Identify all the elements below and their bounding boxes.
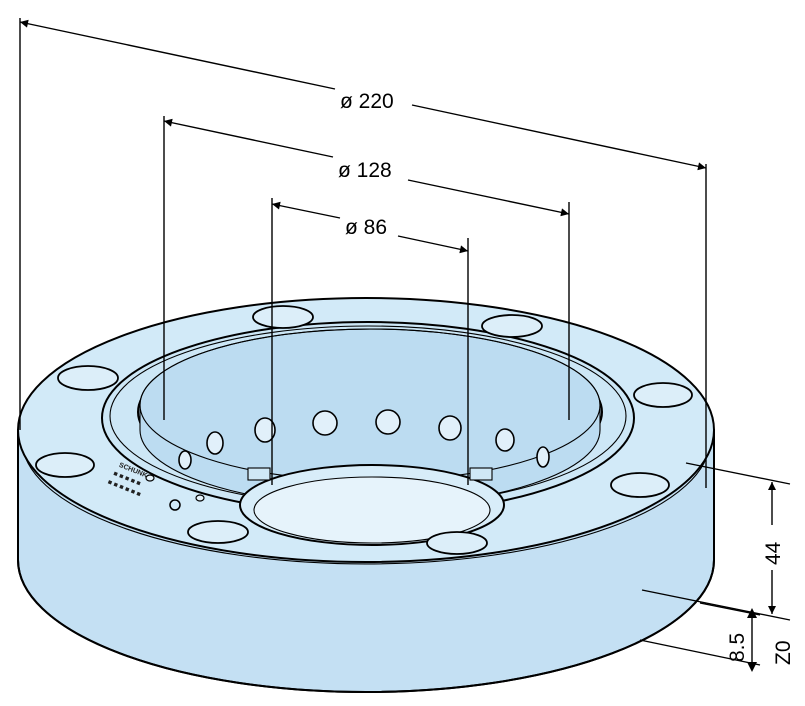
bore-hole bbox=[495, 428, 515, 452]
bore-hole bbox=[312, 410, 338, 436]
bore-hole bbox=[206, 431, 224, 455]
mounting-holes bbox=[35, 305, 693, 555]
marking-logo-icon bbox=[169, 499, 181, 511]
inner-diameter-label: ø 86 bbox=[345, 216, 387, 239]
dimension-inner-diameter: ø 86 bbox=[271, 198, 469, 485]
bore-hole bbox=[438, 415, 462, 441]
reference-label: Z0 bbox=[772, 640, 795, 665]
pin-hole bbox=[195, 494, 205, 502]
offset-arrow-top bbox=[747, 608, 757, 618]
bore-opening bbox=[253, 476, 491, 544]
dimension-line-left bbox=[271, 201, 341, 219]
dimension-outer-diameter: ø 220 bbox=[19, 18, 707, 488]
pin-hole bbox=[145, 474, 155, 482]
dimension-line-left bbox=[163, 118, 334, 158]
bore-hole bbox=[375, 409, 401, 435]
extension-line bbox=[685, 462, 791, 485]
bore-tab-right bbox=[469, 467, 493, 481]
bore-holes bbox=[178, 409, 550, 470]
mounting-hole bbox=[633, 382, 693, 408]
pin-holes bbox=[145, 474, 205, 502]
mounting-hole bbox=[57, 365, 119, 391]
mounting-hole bbox=[426, 531, 488, 555]
ring-chamfer-line bbox=[21, 439, 711, 565]
ring-body bbox=[17, 297, 715, 693]
dimension-line-right bbox=[411, 104, 707, 171]
mounting-hole bbox=[610, 472, 670, 498]
bore-hole bbox=[536, 446, 550, 468]
bore-hole bbox=[178, 450, 192, 470]
dimension-line-right bbox=[407, 179, 570, 217]
dimension-height: 44 bbox=[641, 462, 791, 621]
height-label: 44 bbox=[762, 541, 785, 565]
outer-diameter-label: ø 220 bbox=[340, 90, 394, 113]
dimension-line-right bbox=[397, 235, 469, 254]
extension-line bbox=[639, 639, 761, 666]
mounting-hole bbox=[35, 452, 95, 478]
bolt-circle-label: ø 128 bbox=[338, 159, 392, 182]
mounting-hole bbox=[481, 314, 543, 338]
bore-tab-left bbox=[247, 467, 271, 481]
dimension-line-left bbox=[19, 19, 336, 90]
offset-label: 8.5 bbox=[726, 633, 749, 662]
dimension-bolt-circle: ø 128 bbox=[163, 116, 570, 420]
bore-hole bbox=[254, 417, 276, 443]
dimension-offset: 8.5 Z0 bbox=[639, 602, 795, 672]
ring-bottom-edge bbox=[17, 559, 715, 693]
offset-arrow-bottom bbox=[747, 662, 757, 672]
mounting-hole bbox=[187, 520, 249, 544]
mounting-hole bbox=[252, 305, 314, 329]
extension-line bbox=[641, 589, 791, 621]
